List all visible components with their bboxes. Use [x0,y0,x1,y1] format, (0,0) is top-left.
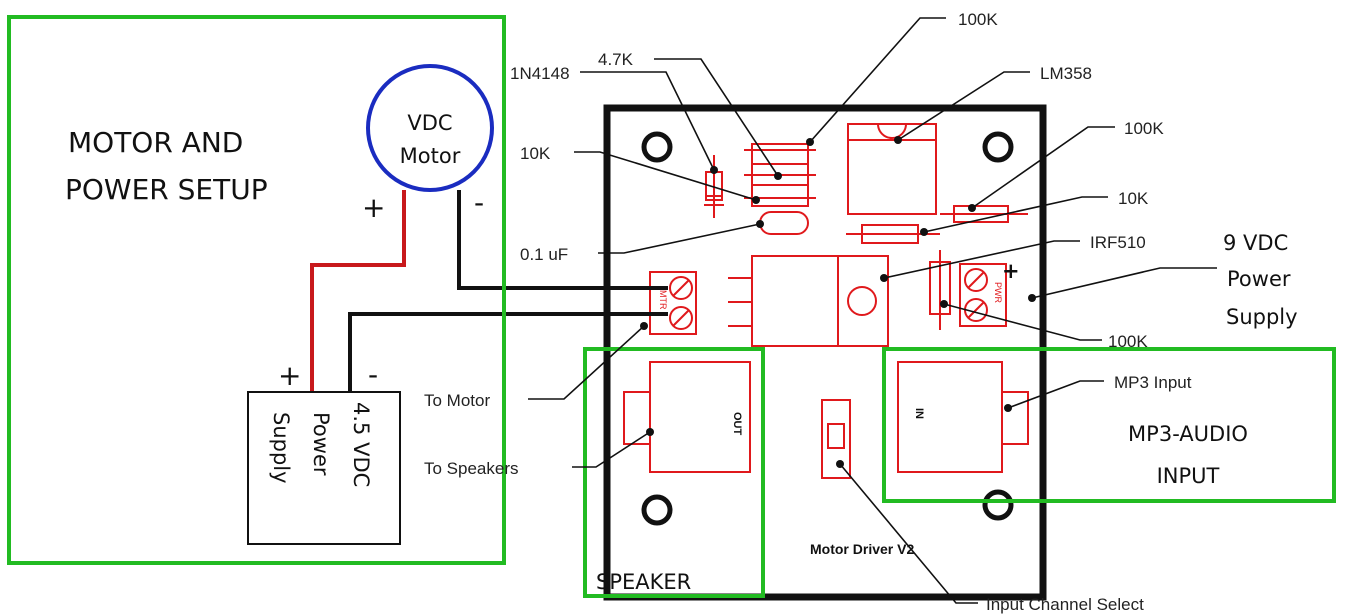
motor-power-title-line1: MOTOR AND [68,126,243,159]
resistor-network-footprint [744,143,816,207]
mounting-hole-top-left [641,131,673,163]
speaker-title: SPEAKER [596,570,691,594]
label-to-motor: To Motor [424,391,490,410]
label-r-10k-right: 10K [1118,189,1149,208]
label-to-speakers: To Speakers [424,459,519,478]
motor-minus-sign: - [474,186,484,219]
label-r-4k7: 4.7K [598,50,634,69]
supply-label-line3: Supply [269,412,293,484]
input-select-switch [821,399,851,479]
board-title: Motor Driver V2 [810,541,914,557]
speaker-section [583,347,765,598]
motor-label-line1: VDC [407,111,452,135]
supply-label-line2: Power [309,412,333,476]
out-jack-label: OUT [731,412,743,436]
mounting-hole-top-right [982,131,1014,163]
motor-label-line2: Motor [400,144,461,168]
mosfet-footprint [728,255,889,347]
supply-9v-line2: Power [1227,267,1291,291]
supply-9v-line3: Supply [1226,305,1298,329]
mounting-hole-bottom-left [641,494,673,526]
supply-plus-sign: + [278,359,301,392]
motor-plus-sign: + [362,191,385,224]
pcb-board: MTR PWR + OUT IN Motor Driv [603,104,1047,601]
label-input-channel-select: Input Channel Select [986,595,1144,614]
dc-motor: VDC Motor [366,64,494,192]
supply-negative-wire [348,312,668,392]
label-r-10k-left: 10K [520,144,551,163]
label-r-100k-top: 100K [958,10,998,29]
motor-conn-label: MTR [658,290,668,310]
mp3-title-line2: INPUT [1157,464,1220,488]
mp3-title-line1: MP3-AUDIO [1128,422,1248,446]
vertical-resistor-footprint [929,250,951,330]
label-capacitor: 0.1 uF [520,245,568,264]
motor-circle [366,64,494,192]
label-r-100k-right: 100K [1124,119,1164,138]
supply-box [247,391,401,545]
supply-9v-line1: 9 VDC [1223,231,1288,255]
motor-power-section [7,15,506,565]
motor-negative-wire [457,190,668,290]
label-mosfet: IRF510 [1090,233,1146,252]
in-jack-label: IN [913,408,925,419]
motor-terminal-block: MTR [649,271,697,335]
board-outline [603,104,1047,601]
label-diode: 1N4148 [510,64,570,83]
ic-footprint [847,123,937,215]
leader-arrowheads [640,136,1036,468]
supply-minus-sign: - [368,358,378,391]
power-supply-4v5: 4.5 VDC Power Supply [247,391,401,545]
positive-wire [310,190,406,392]
mp3-audio-section [882,347,1336,503]
power-plus-sign: + [1002,259,1020,283]
out-jack-footprint: OUT [623,361,751,473]
leader-lines [528,17,1217,604]
label-mp3-input: MP3 Input [1114,373,1192,392]
mounting-hole-bottom-right [982,489,1014,521]
in-jack-footprint: IN [897,361,1029,473]
right-resistors-footprint [846,205,1028,244]
motor-power-title-line2: POWER SETUP [65,173,268,206]
motor-wires [310,190,668,392]
label-r-100k-bottom: 100K [1108,332,1148,351]
supply-label-line1: 4.5 VDC [349,402,373,487]
power-conn-label: PWR [993,282,1003,303]
label-ic: LM358 [1040,64,1092,83]
